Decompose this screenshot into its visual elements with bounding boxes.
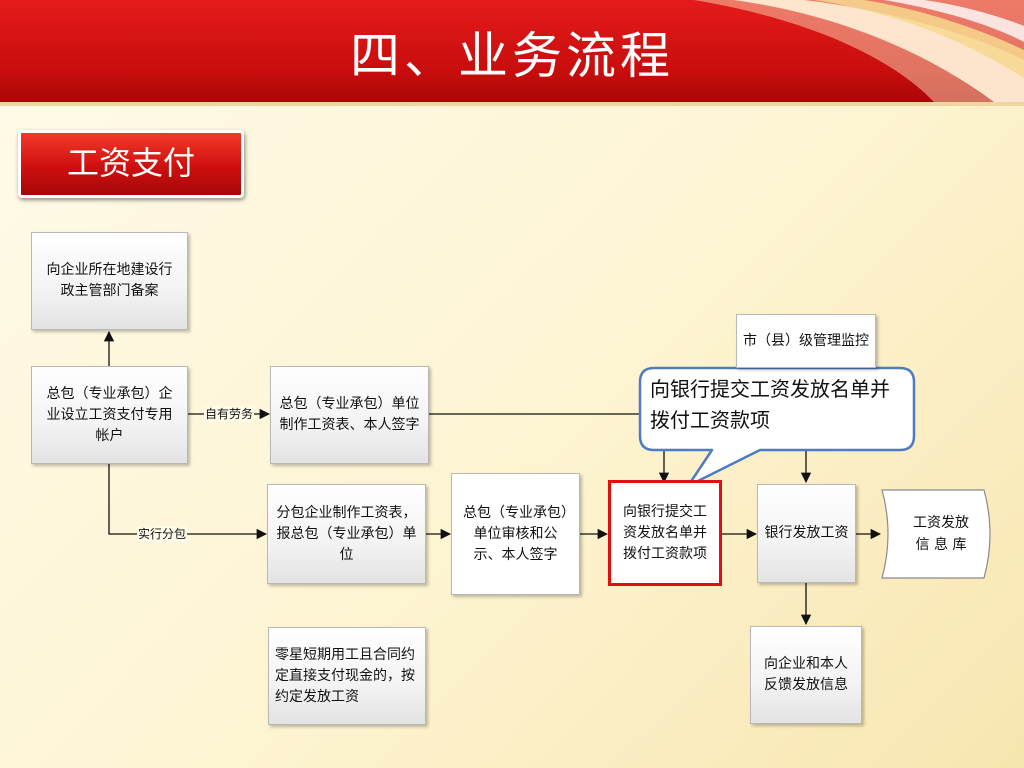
- callout-bubble: [638, 366, 916, 488]
- node-review: 总包（专业承包）单位审核和公示、本人签字: [451, 473, 580, 595]
- node-feedback: 向企业和本人反馈发放信息: [750, 626, 862, 724]
- edge-label-self-labor: 自有劳务: [204, 406, 255, 422]
- info-db-shape: [881, 489, 991, 579]
- edge-account-to-sub-payroll: [108, 464, 268, 540]
- info-db-label: 工资发放 信 息 库: [913, 515, 969, 553]
- header-swoosh-decoration: [694, 0, 1024, 102]
- callout-text: 向银行提交工资发放名单并拨付工资款项: [650, 377, 890, 432]
- edge-label-subcontract: 实行分包: [137, 526, 188, 542]
- node-casual: 零星短期用工且合同约定直接支付现金的，按约定发放工资: [268, 627, 426, 725]
- node-bank-pay: 银行发放工资: [757, 484, 856, 583]
- node-filing: 向企业所在地建设行政主管部门备案: [31, 232, 188, 330]
- node-submit-bank: 向银行提交工资发放名单并拨付工资款项: [608, 480, 722, 586]
- node-account: 总包（专业承包）企业设立工资支付专用帐户: [31, 366, 188, 464]
- node-monitor: 市（县）级管理监控: [736, 314, 876, 368]
- header-band: 四、业务流程: [0, 0, 1024, 106]
- node-sub-payroll: 分包企业制作工资表，报总包（专业承包）单位: [267, 484, 426, 584]
- page-title: 四、业务流程: [350, 27, 674, 85]
- node-info-db: 工资发放 信 息 库: [878, 488, 994, 580]
- node-self-payroll: 总包（专业承包）单位制作工资表、本人签字: [270, 366, 429, 464]
- section-badge: 工资支付: [18, 130, 244, 198]
- edge-self-payroll-to-bank: [429, 413, 670, 484]
